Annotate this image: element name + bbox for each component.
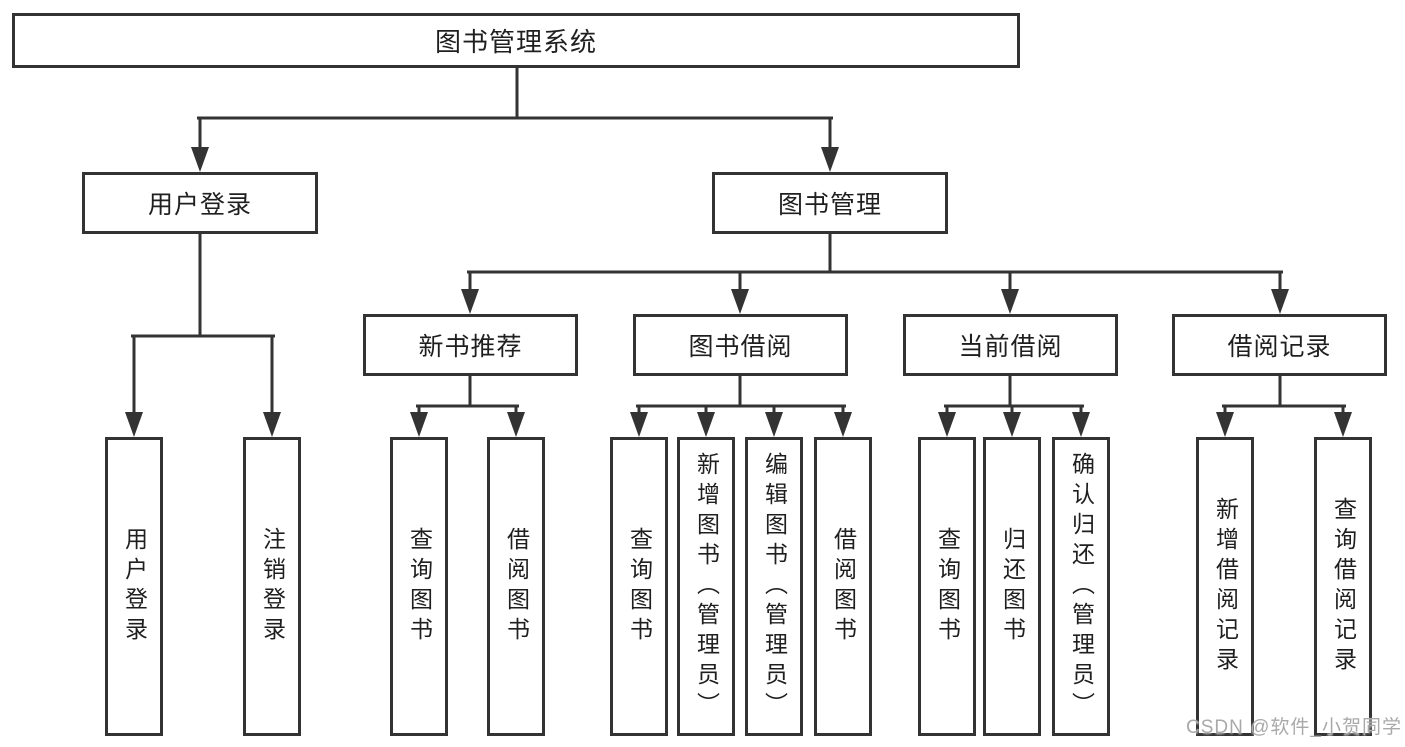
leaf-return-books-label: 归还图书 [999, 526, 1026, 647]
leaf-logout-login-label: 注销登录 [259, 526, 286, 647]
node-book-borrowing: 图书借阅 [633, 314, 848, 376]
leaf-query-borrow-record-label: 查询借阅记录 [1330, 496, 1357, 677]
node-book-borrowing-label: 图书借阅 [688, 333, 793, 361]
csdn-watermark: CSDN @软件_小贺同学 [1186, 717, 1402, 738]
node-user-login-label: 用户登录 [147, 191, 252, 219]
leaf-borrow-books-borrowing-label: 借阅图书 [830, 526, 857, 647]
leaf-confirm-return-admin-label: 确认归还（管理员） [1068, 451, 1095, 722]
leaf-query-books-borrowing-label: 查询图书 [626, 526, 653, 647]
node-root: 图书管理系统 [12, 13, 1020, 68]
leaf-query-books-borrowing: 查询图书 [610, 437, 668, 736]
node-borrowing-records: 借阅记录 [1172, 314, 1387, 376]
leaf-query-books-recommend-label: 查询图书 [406, 526, 433, 647]
leaf-add-borrow-record-label: 新增借阅记录 [1212, 496, 1239, 677]
node-borrowing-records-label: 借阅记录 [1227, 333, 1332, 361]
leaf-add-books-admin-label: 新增图书（管理员） [693, 451, 720, 722]
leaf-query-borrow-record: 查询借阅记录 [1314, 437, 1372, 736]
leaf-edit-books-admin-label: 编辑图书（管理员） [761, 451, 788, 722]
node-current-borrowing: 当前借阅 [903, 314, 1118, 376]
leaf-query-books-current-label: 查询图书 [934, 526, 961, 647]
leaf-add-books-admin: 新增图书（管理员） [677, 437, 735, 736]
node-root-label: 图书管理系统 [434, 27, 597, 57]
node-user-login: 用户登录 [82, 172, 318, 234]
leaf-return-books: 归还图书 [983, 437, 1041, 736]
leaf-query-books-current: 查询图书 [918, 437, 976, 736]
leaf-query-books-recommend: 查询图书 [390, 437, 448, 736]
leaf-borrow-books-recommend-label: 借阅图书 [503, 526, 530, 647]
leaf-logout-login: 注销登录 [243, 437, 301, 736]
leaf-confirm-return-admin: 确认归还（管理员） [1052, 437, 1110, 736]
node-book-management-label: 图书管理 [777, 191, 882, 219]
leaf-borrow-books-recommend: 借阅图书 [487, 437, 545, 736]
node-new-book-recommend-label: 新书推荐 [418, 333, 523, 361]
node-new-book-recommend: 新书推荐 [363, 314, 578, 376]
leaf-add-borrow-record: 新增借阅记录 [1196, 437, 1254, 736]
leaf-borrow-books-borrowing: 借阅图书 [814, 437, 872, 736]
node-book-management: 图书管理 [712, 172, 948, 234]
leaf-edit-books-admin: 编辑图书（管理员） [745, 437, 803, 736]
leaf-user-login-label: 用户登录 [121, 526, 148, 647]
leaf-user-login: 用户登录 [105, 437, 163, 736]
node-current-borrowing-label: 当前借阅 [958, 333, 1063, 361]
